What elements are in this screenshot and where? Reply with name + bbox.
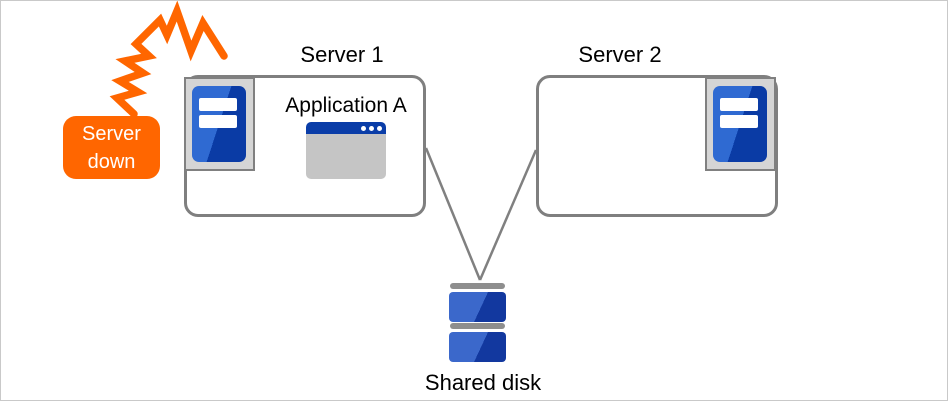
server1-label: Server 1 <box>300 42 384 67</box>
window-dot-icon <box>361 125 366 131</box>
server2-label: Server 2 <box>578 42 662 67</box>
connector-server2-disk <box>478 149 538 281</box>
server-tower-body <box>192 86 246 162</box>
server-tower-body <box>713 86 767 162</box>
server-tower-icon <box>184 77 255 171</box>
server-drive-bay <box>720 98 758 111</box>
disk-cap <box>450 323 505 329</box>
shared-disk-label: Shared disk <box>424 370 542 395</box>
shared-disk-icon <box>449 283 506 362</box>
window-dot-icon <box>369 125 374 131</box>
server-down-badge: Server down <box>63 116 160 179</box>
lightning-crash-icon <box>109 1 228 118</box>
server-drive-bay <box>199 115 237 128</box>
disk-platter <box>449 292 506 322</box>
application-window-icon <box>306 122 386 179</box>
server-drive-bay <box>720 115 758 128</box>
disk-cap <box>450 283 505 289</box>
server-drive-bay <box>199 98 237 111</box>
server-tower-icon <box>705 77 776 171</box>
disk-platter <box>449 332 506 362</box>
application-a-label: Application A <box>285 94 407 117</box>
window-dot-icon <box>377 125 382 131</box>
connector-server1-disk <box>424 147 482 281</box>
window-body <box>306 134 386 179</box>
window-titlebar <box>306 122 386 134</box>
